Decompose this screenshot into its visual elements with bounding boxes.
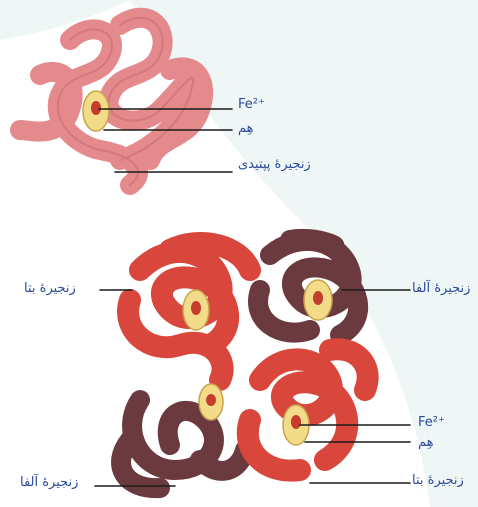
label-iron-top: Fe²⁺: [238, 98, 265, 112]
label-alpha-chain-right: زنجیرهٔ آلفا: [412, 282, 470, 296]
label-alpha-chain-left: زنجیرهٔ آلفا: [20, 476, 78, 490]
label-beta-chain-right: زنجیرهٔ بتا: [412, 474, 464, 488]
label-beta-chain-left: زنجیرهٔ بتا: [24, 282, 76, 296]
iron-center: [91, 101, 101, 115]
label-heme-top: هِم: [238, 122, 254, 136]
label-peptide-chain: زنجیرهٔ پپتیدی: [238, 158, 311, 172]
label-iron-bottom: Fe²⁺: [418, 416, 445, 430]
label-heme-bottom: هِم: [418, 436, 434, 450]
